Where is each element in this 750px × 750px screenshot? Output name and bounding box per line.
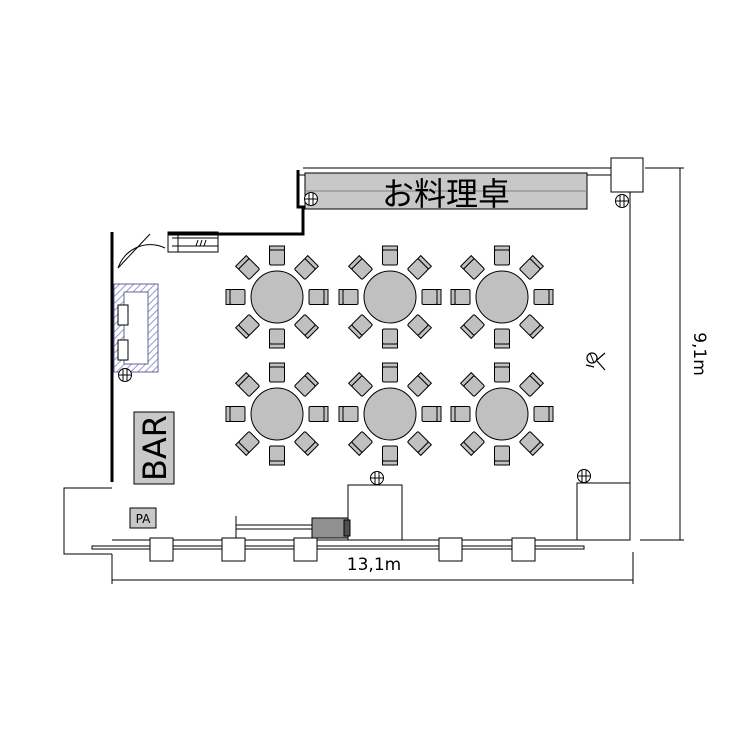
outlet-icon [615,194,629,208]
outlet-icon [304,192,318,206]
screen-stand [235,516,351,539]
chair [308,289,329,305]
pa-equipment[interactable]: PA [129,507,157,529]
chair [382,445,398,466]
chair [421,406,442,422]
chair [347,371,373,397]
chair [494,362,510,383]
dimension-width: 13,1m [111,552,634,584]
chair [234,371,260,397]
chair [494,328,510,349]
round-table[interactable] [225,245,329,349]
table-top [475,270,529,324]
chair [338,289,359,305]
round-table[interactable] [225,362,329,466]
table-top [250,270,304,324]
chair [382,245,398,266]
outlet-icon [370,471,384,485]
round-tables [225,245,554,466]
table-top [250,387,304,441]
chair [269,245,285,266]
chair [347,431,373,457]
chair [225,289,246,305]
chair [407,431,433,457]
chair [459,254,485,280]
round-table[interactable] [338,245,442,349]
chair [382,328,398,349]
table-top [363,270,417,324]
chair [234,431,260,457]
bar-counter[interactable]: BAR [133,411,175,485]
chair [407,371,433,397]
bottom-rail [91,537,585,562]
chair [421,289,442,305]
dimension-height: 9,1m [640,167,709,541]
chair [234,314,260,340]
microphone-icon[interactable] [585,352,606,371]
chair [459,314,485,340]
chair [347,254,373,280]
bar-label: BAR [136,415,174,481]
chair [450,406,471,422]
chair [407,314,433,340]
chair [269,445,285,466]
chair [294,431,320,457]
chair [533,289,554,305]
height-dimension-label: 9,1m [689,332,709,376]
chair [450,289,471,305]
chair [519,254,545,280]
round-table[interactable] [450,362,554,466]
round-table[interactable] [338,362,442,466]
buffet-table[interactable]: お料理卓 [304,172,588,213]
chair [494,245,510,266]
table-top [475,387,529,441]
chair [269,328,285,349]
chair [519,431,545,457]
chair [519,314,545,340]
pa-label: PA [136,512,151,526]
chair [533,406,554,422]
chair [494,445,510,466]
round-table[interactable] [450,245,554,349]
chair [347,314,373,340]
door-swing-icon [117,233,166,269]
stage[interactable] [347,484,403,541]
chair [407,254,433,280]
table-top [363,387,417,441]
outlet-icon [118,368,132,382]
walls [63,157,644,555]
outlet-icon [577,469,591,483]
chair [338,406,359,422]
chair [294,254,320,280]
chair [269,362,285,383]
chair [382,362,398,383]
chair [234,254,260,280]
chair [294,314,320,340]
buffet-table-label: お料理卓 [382,175,510,213]
chair [294,371,320,397]
chair [308,406,329,422]
chair [519,371,545,397]
chair [459,371,485,397]
width-dimension-label: 13,1m [347,555,401,575]
chair [459,431,485,457]
sofa[interactable] [113,283,159,373]
chair [225,406,246,422]
